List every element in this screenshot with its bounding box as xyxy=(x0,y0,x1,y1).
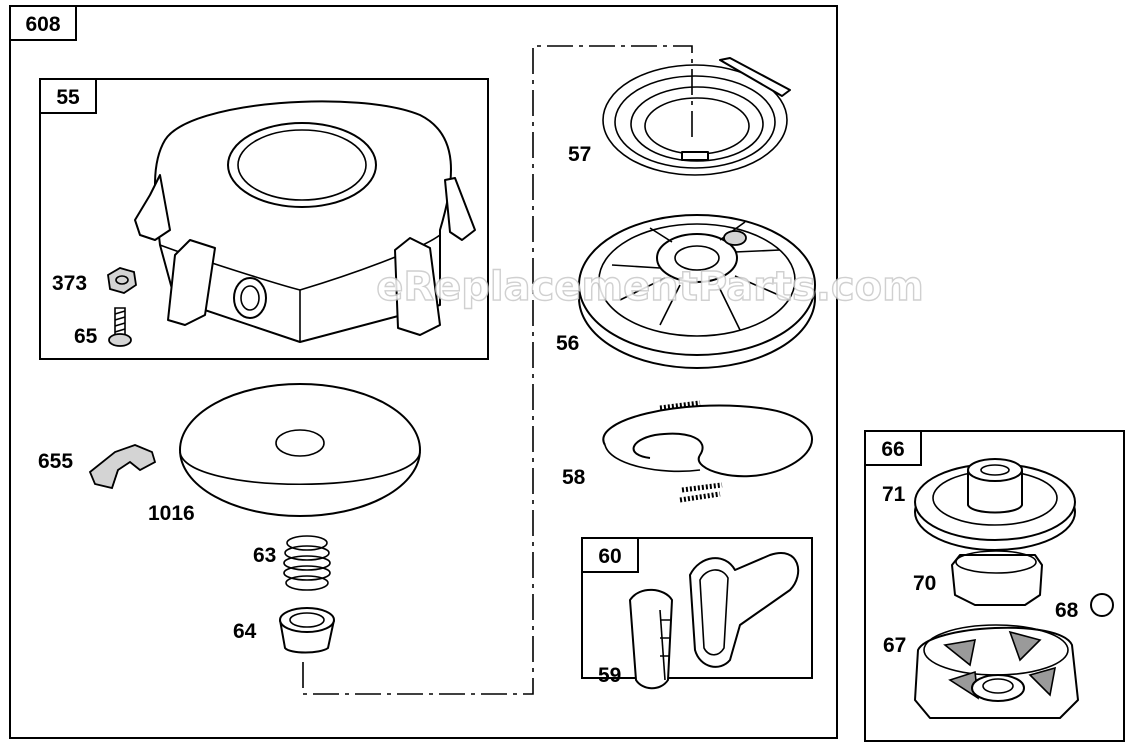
callout-67: 67 xyxy=(883,634,906,657)
callout-57: 57 xyxy=(568,143,591,166)
screw xyxy=(108,307,132,347)
callout-59: 59 xyxy=(598,664,621,687)
compression-spring xyxy=(283,535,331,591)
kit-box-55-label: 55 xyxy=(56,86,80,109)
callout-1016: 1016 xyxy=(148,502,195,525)
callout-56: 56 xyxy=(556,332,579,355)
kit-box-66-tag xyxy=(864,430,922,466)
retainer-clip xyxy=(88,444,157,490)
callout-63: 63 xyxy=(253,544,276,567)
starter-handle xyxy=(629,552,800,690)
kit-box-60-tag xyxy=(581,537,639,573)
assembly-leader-line xyxy=(302,45,693,695)
kit-box-55-tag xyxy=(39,78,97,114)
kit-box-60 xyxy=(581,537,813,679)
starter-rope xyxy=(602,400,813,503)
assembly-number: 608 xyxy=(25,13,60,36)
callout-58: 58 xyxy=(562,466,586,489)
starter-pulley xyxy=(914,458,1076,551)
kit-box-55 xyxy=(39,78,489,360)
ball-bearing xyxy=(1090,593,1114,617)
starter-housing xyxy=(134,100,476,343)
ratchet xyxy=(951,550,1043,606)
rope-pulley xyxy=(578,214,816,369)
callout-68: 68 xyxy=(1055,599,1079,622)
callout-71: 71 xyxy=(882,483,906,506)
assembly-number-box xyxy=(9,5,77,41)
callout-65: 65 xyxy=(74,325,98,348)
callout-373: 373 xyxy=(52,272,87,295)
starter-cup xyxy=(914,624,1079,719)
recoil-spring xyxy=(602,57,791,176)
hex-nut xyxy=(107,267,137,294)
bushing xyxy=(279,607,335,654)
kit-box-66-label: 66 xyxy=(881,438,904,461)
assembly-frame xyxy=(9,5,838,739)
kit-box-66 xyxy=(864,430,1125,742)
callout-655: 655 xyxy=(38,450,73,473)
callout-70: 70 xyxy=(913,572,936,595)
kit-box-60-label: 60 xyxy=(598,545,621,568)
callout-64: 64 xyxy=(233,620,257,643)
watermark: eReplacementParts.com xyxy=(376,264,924,310)
washer-plate xyxy=(179,383,421,517)
